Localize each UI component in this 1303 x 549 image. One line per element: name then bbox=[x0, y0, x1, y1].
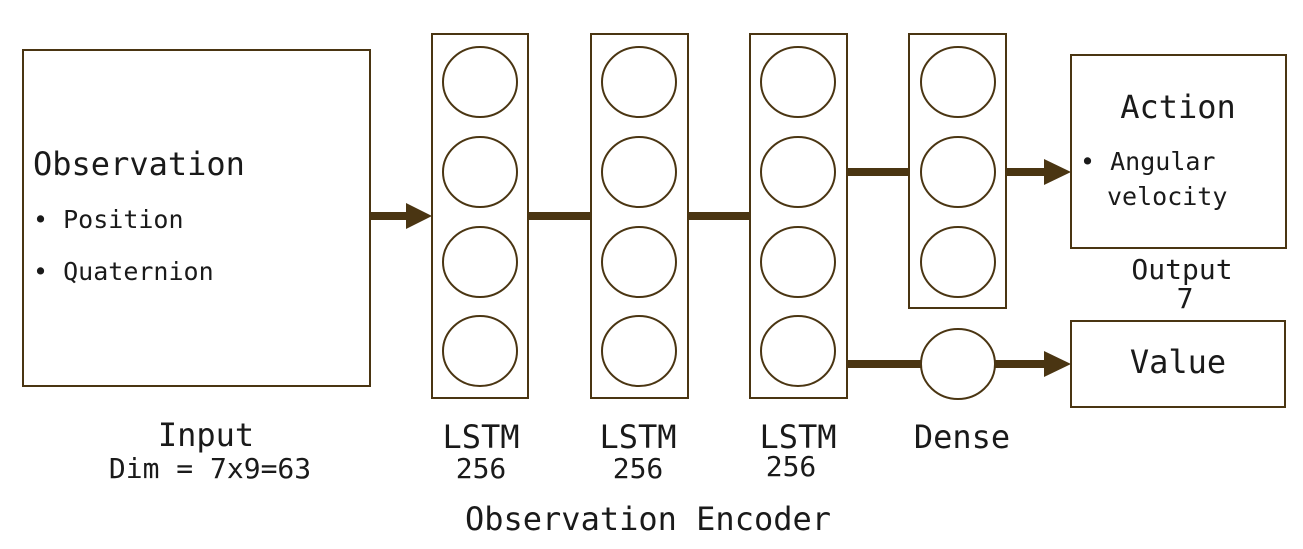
arrowhead-value bbox=[1044, 351, 1071, 377]
value-neuron bbox=[920, 328, 996, 400]
neuron bbox=[760, 136, 836, 208]
lstm-1-label: LSTM bbox=[442, 418, 520, 456]
action-bullet-text: Angular bbox=[1110, 147, 1216, 176]
bullet-icon: • bbox=[33, 205, 49, 234]
dense-layer bbox=[908, 33, 1007, 309]
neuron bbox=[920, 136, 996, 208]
lstm-2-size: 256 bbox=[612, 452, 664, 485]
neuron bbox=[920, 46, 996, 118]
observation-bullet-text: Position bbox=[63, 205, 184, 234]
action-bullet: • Angular bbox=[1080, 147, 1215, 176]
neuron bbox=[601, 136, 677, 208]
lstm-layer-3 bbox=[749, 33, 848, 399]
lstm-3-label: LSTM bbox=[759, 418, 837, 456]
neuron bbox=[601, 46, 677, 118]
neuron bbox=[601, 315, 677, 387]
observation-bullet-text: Quaternion bbox=[63, 257, 214, 286]
input-dim-label: Dim = 7x9=63 bbox=[108, 452, 312, 485]
observation-box bbox=[22, 49, 371, 387]
bullet-icon: • bbox=[1080, 147, 1096, 176]
neuron bbox=[760, 226, 836, 298]
neuron bbox=[760, 46, 836, 118]
neuron bbox=[442, 136, 518, 208]
output-label: Output bbox=[1131, 253, 1233, 286]
lstm-layer-2 bbox=[590, 33, 689, 399]
lstm-2-label: LSTM bbox=[599, 418, 677, 456]
lstm-1-size: 256 bbox=[455, 452, 507, 485]
value-label: Value bbox=[1129, 343, 1227, 381]
arrowhead-action bbox=[1044, 159, 1071, 185]
neuron bbox=[601, 226, 677, 298]
observation-title: Observation bbox=[33, 145, 245, 183]
lstm-3-size: 256 bbox=[765, 450, 817, 483]
action-bullet-line2: velocity bbox=[1107, 182, 1228, 211]
bullet-icon: • bbox=[33, 257, 49, 286]
input-label: Input bbox=[157, 416, 255, 454]
neuron bbox=[442, 226, 518, 298]
action-box bbox=[1070, 54, 1287, 249]
observation-bullet-2: • Quaternion bbox=[33, 257, 214, 286]
neuron bbox=[442, 315, 518, 387]
arrowhead-input bbox=[406, 203, 432, 229]
neuron bbox=[760, 315, 836, 387]
neuron bbox=[920, 226, 996, 298]
connectors bbox=[370, 159, 1071, 377]
observation-bullet-1: • Position bbox=[33, 205, 184, 234]
dense-label: Dense bbox=[913, 418, 1011, 456]
encoder-label: Observation Encoder bbox=[464, 500, 832, 538]
neuron bbox=[442, 46, 518, 118]
action-title: Action bbox=[1120, 88, 1236, 126]
output-size: 7 bbox=[1176, 282, 1194, 315]
lstm-layer-1 bbox=[431, 33, 529, 399]
value-box bbox=[1070, 320, 1286, 408]
